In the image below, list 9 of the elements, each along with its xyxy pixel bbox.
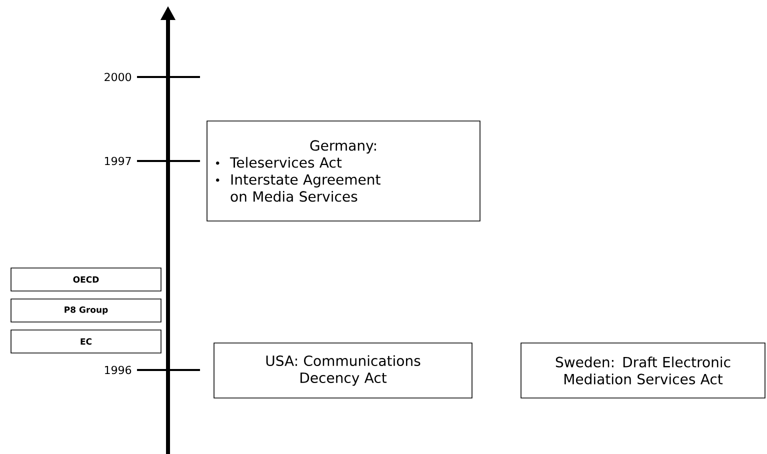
year-label: 2000 — [104, 72, 132, 82]
legislation-box: USA: Communications Decency Act — [214, 342, 472, 398]
year-label: 1997 — [105, 156, 131, 166]
organization-box: EC — [10, 330, 162, 354]
legislation-box: Sweden: Draft Electronic Mediation Services Act — [520, 342, 766, 398]
legislation-box: Germany: Teleservices Act Interstate Agreement on Media Services — [206, 120, 480, 222]
organization-box: OECD — [10, 268, 162, 292]
organization-box: P8 Group — [10, 298, 162, 322]
year-label: 1996 — [105, 366, 132, 374]
